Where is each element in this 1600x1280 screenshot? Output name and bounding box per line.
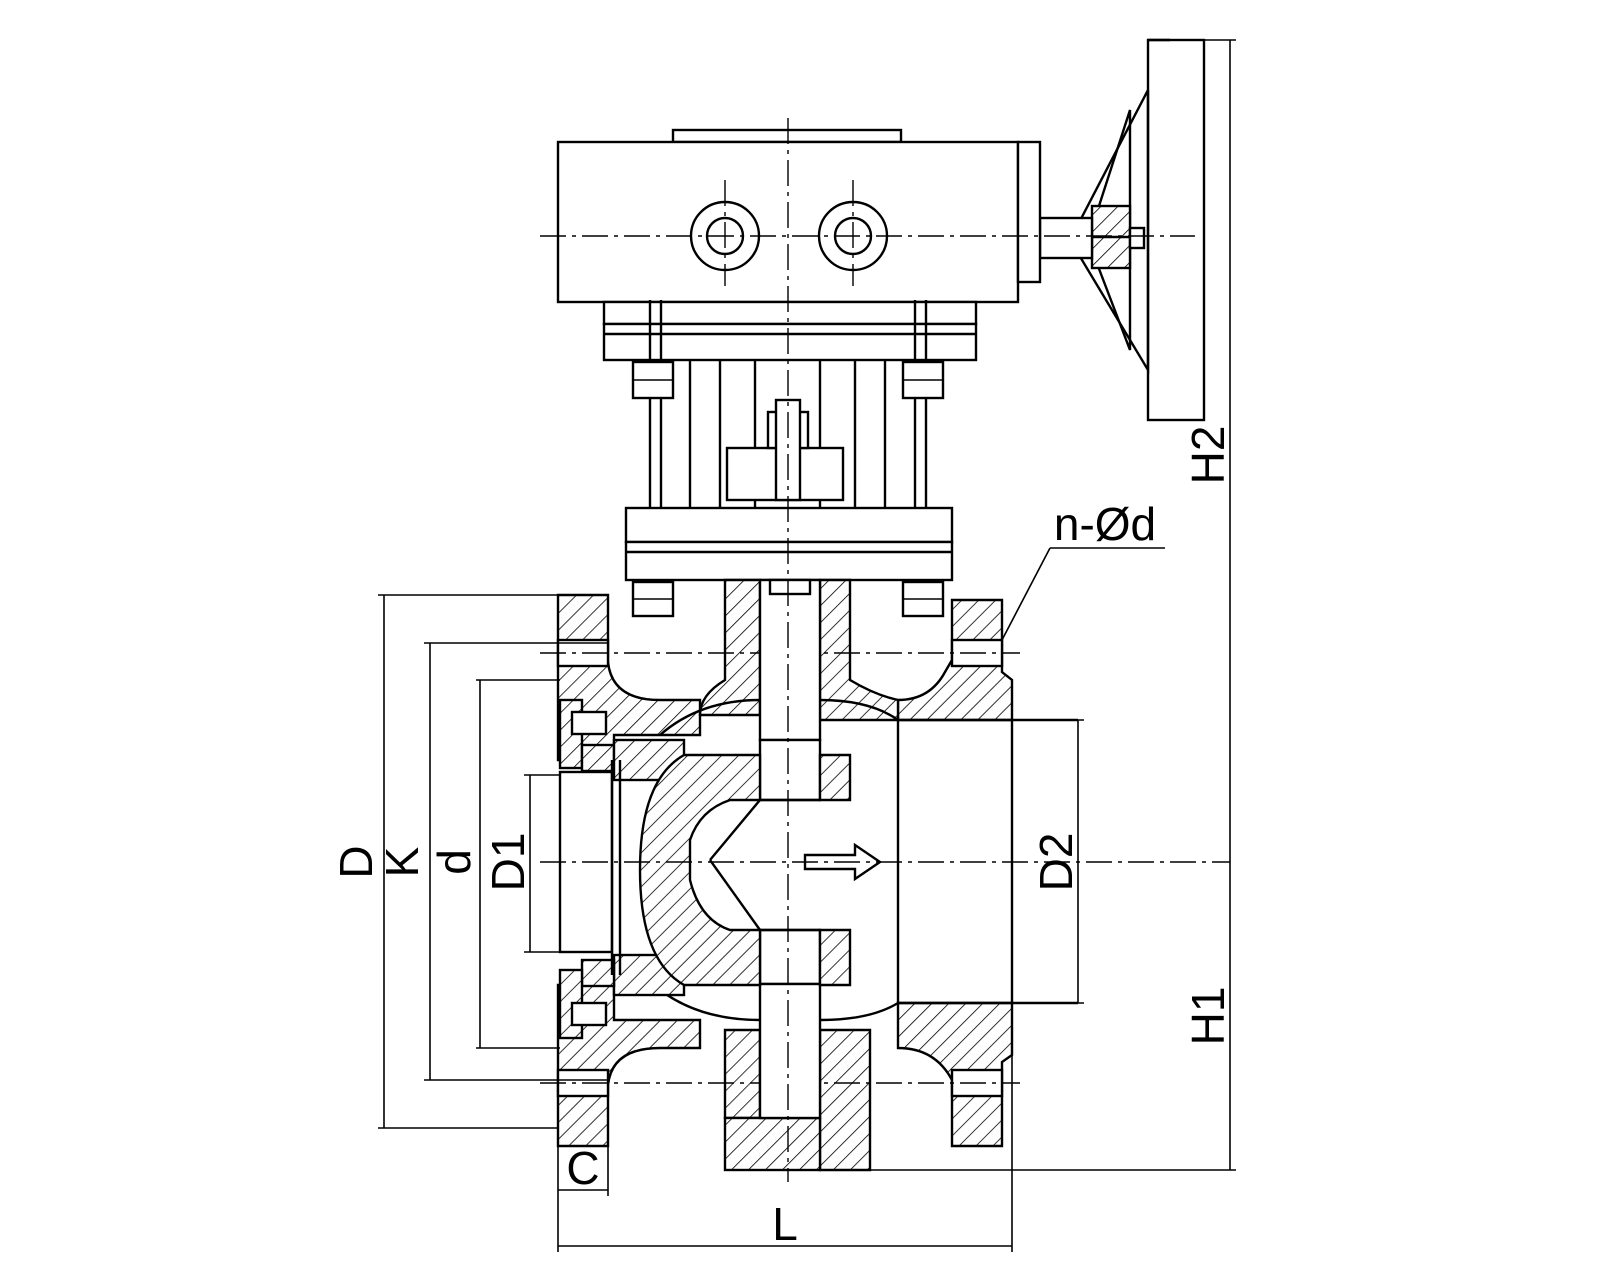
dim-label-D1: D1 [482,833,534,892]
seat-assembly [558,698,686,1040]
dim-label-D2: D2 [1030,833,1082,892]
flow-arrow [803,842,883,882]
stem [758,118,822,1182]
dim-label-C: C [566,1142,599,1194]
gearbox-top-cover [671,128,903,144]
dimension-labels: D K d D1 D2 H2 H1 C L n-Ød [330,426,1234,1250]
upper-stem [758,578,822,742]
body-neck-left [698,578,762,717]
dim-label-K: K [376,846,428,877]
body-neck-right [818,578,900,722]
dim-label-L: L [772,1198,798,1250]
bracket [624,300,954,618]
valve-body [540,578,1078,1172]
dim-label-H1: H1 [1182,987,1234,1046]
handwheel [1038,38,1206,422]
lower-stem [758,982,822,1120]
dim-label-D: D [330,845,382,878]
bracket-flange [624,540,954,582]
dim-label-H2: H2 [1182,426,1234,485]
ball-v-port [638,753,883,987]
dim-label-d: d [428,849,480,875]
dim-label-bolt-holes: n-Ød [1054,498,1156,550]
bottom-cover [723,1116,822,1172]
handwheel-shaft [1038,216,1094,260]
dimensions [378,39,1236,1252]
